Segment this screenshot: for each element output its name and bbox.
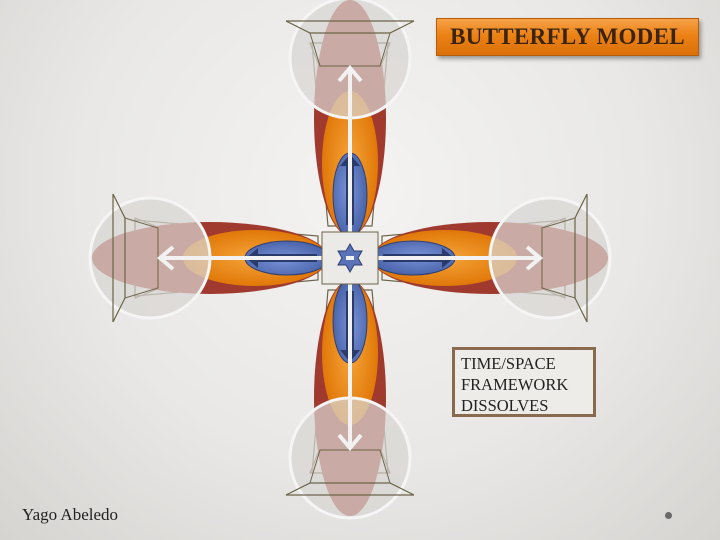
- title-banner: BUTTERFLY MODEL: [436, 18, 699, 56]
- author-credit: Yago Abeledo: [22, 505, 119, 524]
- note-line-3: DISSOLVES: [461, 396, 549, 415]
- arm-down: [284, 264, 416, 520]
- note-line-2: FRAMEWORK: [461, 375, 569, 394]
- arm-up: [284, 0, 416, 252]
- slide-dot-icon: [665, 512, 672, 519]
- arm-left: [88, 192, 344, 324]
- note-box: TIME/SPACE FRAMEWORK DISSOLVES: [452, 347, 596, 417]
- arm-right: [356, 192, 612, 324]
- note-line-1: TIME/SPACE: [461, 354, 556, 373]
